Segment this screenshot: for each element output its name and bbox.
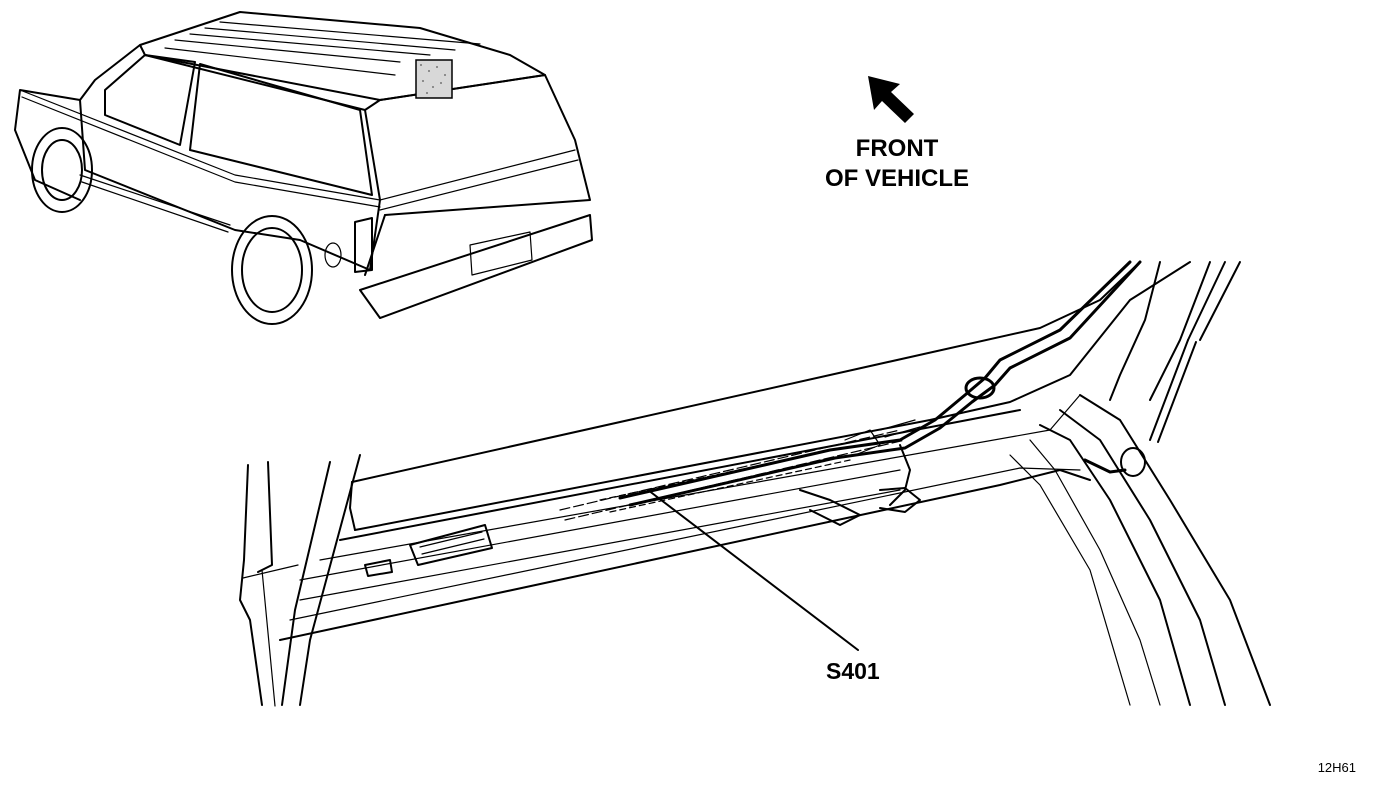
vehicle-overview-illustration bbox=[14, 11, 593, 325]
liftgate-header-detail-illustration bbox=[239, 260, 1271, 707]
reference-code: 12H61 bbox=[1317, 760, 1356, 775]
front-of-vehicle-label: FRONT OF VEHICLE bbox=[812, 134, 982, 194]
front-label-line1: FRONT bbox=[855, 135, 939, 162]
splice-leader-line bbox=[647, 489, 859, 651]
front-label-line2: OF VEHICLE bbox=[824, 165, 969, 192]
splice-s401-label: S401 bbox=[826, 658, 880, 684]
arrow-up-left-icon bbox=[868, 76, 914, 123]
